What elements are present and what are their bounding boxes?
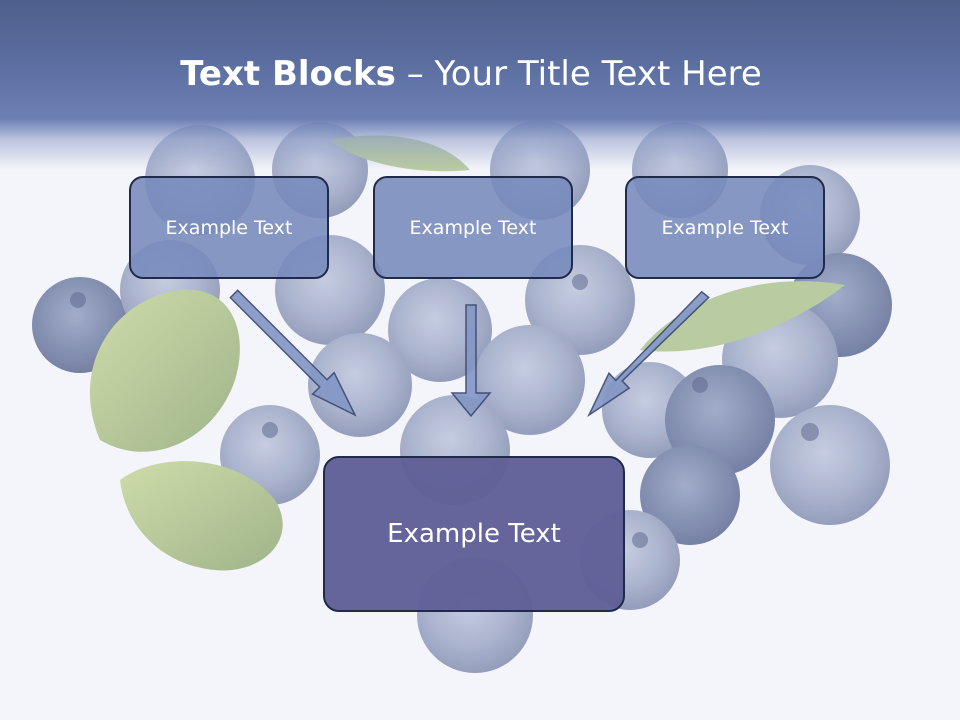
- title-rest-part: – Your Title Text Here: [395, 54, 762, 94]
- text-block-2-label: Example Text: [409, 216, 537, 239]
- text-block-2: Example Text: [373, 176, 573, 279]
- arrow-left-diagonal: [229, 289, 357, 417]
- arrow-right-diagonal: [587, 290, 710, 418]
- title-banner: [0, 0, 960, 170]
- text-block-1-label: Example Text: [165, 216, 293, 239]
- arrow-center-down: [450, 304, 492, 418]
- title-bold-part: Text Blocks: [180, 54, 396, 94]
- main-text-block: Example Text: [323, 456, 625, 612]
- text-block-3-label: Example Text: [661, 216, 789, 239]
- text-block-1: Example Text: [129, 176, 329, 279]
- main-text-block-label: Example Text: [387, 519, 561, 549]
- slide-title: Text Blocks – Your Title Text Here: [0, 54, 942, 94]
- text-block-3: Example Text: [625, 176, 825, 279]
